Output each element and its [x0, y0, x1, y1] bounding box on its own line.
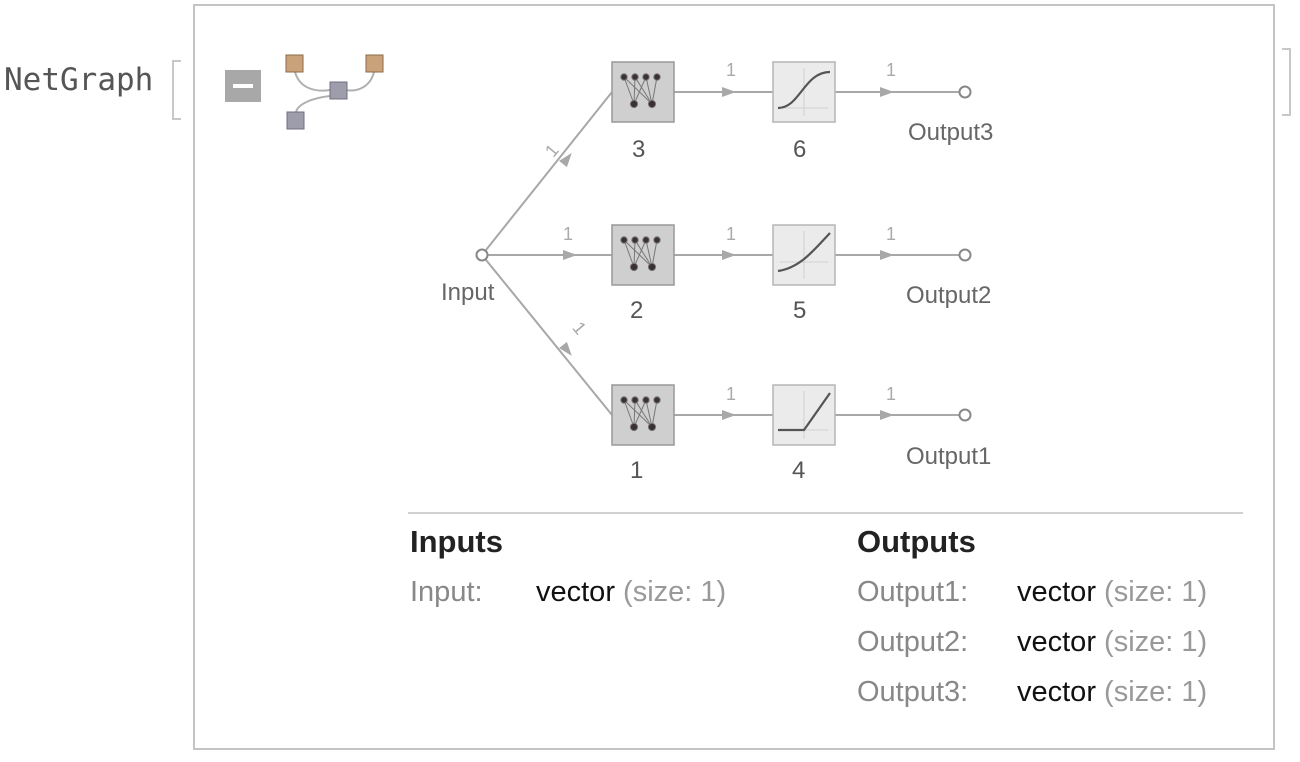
output-port-2[interactable] — [958, 248, 972, 262]
edge-label: 1 — [726, 224, 736, 244]
node-id-label: 1 — [630, 457, 643, 484]
port-size: (size: 1) — [1104, 576, 1208, 608]
edge-label: 1 — [886, 224, 896, 244]
node-id-label: 6 — [793, 136, 806, 163]
linear-layer-icon — [620, 73, 661, 109]
linear-layer-icon — [620, 236, 661, 272]
layer-node-6[interactable] — [772, 61, 836, 123]
minus-icon[interactable] — [225, 70, 261, 102]
edge-arrows — [559, 87, 894, 420]
layer-node-5[interactable] — [772, 224, 836, 286]
mini-netgraph-icon[interactable] — [285, 54, 384, 130]
output-port-label: Output2 — [906, 282, 991, 309]
port-type: vector — [1017, 676, 1096, 708]
output-row: Output2: vector (size: 1) — [857, 626, 1207, 659]
output-row: Output1: vector (size: 1) — [857, 576, 1207, 609]
port-name: Input: — [410, 576, 483, 608]
activation-layer-icon — [777, 68, 831, 116]
outputs-section-title: Outputs — [857, 524, 976, 559]
output-port-label: Output1 — [906, 443, 991, 470]
output-row: Output3: vector (size: 1) — [857, 676, 1207, 709]
edge-label: 1 — [886, 384, 896, 404]
layer-node-4[interactable] — [772, 384, 836, 446]
port-type: vector — [536, 576, 615, 608]
section-divider — [408, 512, 1243, 514]
edge-label: 1 — [726, 60, 736, 80]
port-size: (size: 1) — [1104, 626, 1208, 658]
output-port-3[interactable] — [958, 85, 972, 99]
output-port-label: Output3 — [908, 119, 993, 146]
node-id-label: 3 — [632, 136, 645, 163]
input-row: Input: vector (size: 1) — [410, 576, 726, 609]
netgraph-panel — [193, 4, 1275, 750]
edge-label: 1 — [563, 224, 573, 244]
port-type: vector — [1017, 576, 1096, 608]
input-port-label: Input — [441, 279, 495, 306]
edge-label: 1 — [569, 318, 591, 339]
port-size: (size: 1) — [1104, 676, 1208, 708]
edge-label: 1 — [886, 60, 896, 80]
input-port[interactable] — [475, 248, 489, 262]
activation-layer-icon — [777, 231, 831, 279]
inputs-section-title: Inputs — [410, 524, 503, 559]
node-id-label: 5 — [793, 297, 806, 324]
node-id-label: 4 — [792, 457, 805, 484]
port-name: Output2: — [857, 626, 969, 658]
port-type: vector — [1017, 626, 1096, 658]
netgraph-head-label: NetGraph — [4, 62, 154, 98]
activation-layer-icon — [778, 391, 831, 439]
edge-label: 1 — [726, 384, 736, 404]
port-name: Output1: — [857, 576, 969, 608]
node-id-label: 2 — [630, 297, 643, 324]
linear-layer-icon — [620, 396, 661, 432]
layer-node-3[interactable] — [611, 61, 675, 123]
port-size: (size: 1) — [623, 576, 727, 608]
right-bracket — [1282, 48, 1291, 116]
layer-node-1[interactable] — [611, 384, 675, 446]
left-bracket — [172, 60, 181, 120]
output-port-1[interactable] — [958, 408, 972, 422]
layer-node-2[interactable] — [611, 224, 675, 286]
port-name: Output3: — [857, 676, 969, 708]
